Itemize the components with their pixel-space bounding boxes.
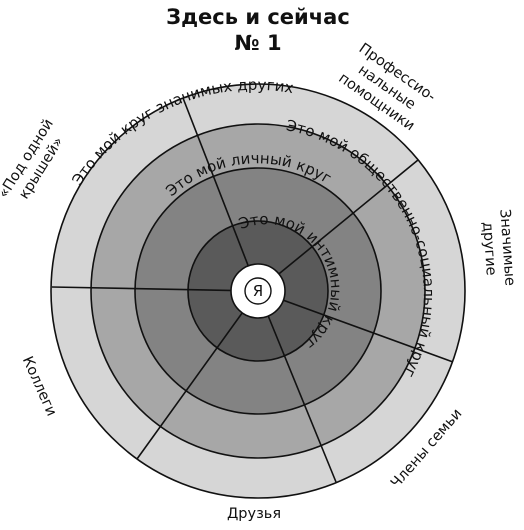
center-self-inner-circle xyxy=(244,277,272,305)
outer-label-colleagues-line-1: Коллеги xyxy=(19,354,60,419)
outer-label-friends: Друзья xyxy=(227,506,281,522)
divider-bottom-left xyxy=(136,290,259,460)
divider-bottom-right xyxy=(257,290,337,483)
diagram-title-line-1: Здесь и сейчас xyxy=(166,5,350,29)
diagram-title-line-2: № 1 xyxy=(234,31,281,55)
outer-label-friends-line-1: Друзья xyxy=(227,506,281,522)
sector-dividers xyxy=(51,97,454,483)
divider-left xyxy=(51,286,259,292)
outer-label-significant-others-line-2: другие xyxy=(479,221,499,276)
center-self-circle xyxy=(230,263,286,319)
divider-top-left xyxy=(182,97,259,292)
outer-label-significant-others-line-1: Значимые xyxy=(496,208,517,286)
outer-label-colleagues: Коллеги xyxy=(19,354,60,419)
outer-label-roommates: «Под одной крышей» xyxy=(0,116,67,202)
divider-right xyxy=(257,290,454,363)
center-self-label: Я xyxy=(253,282,263,300)
outer-label-significant-others: Значимые другие xyxy=(479,208,517,286)
divider-top-right xyxy=(257,159,419,292)
